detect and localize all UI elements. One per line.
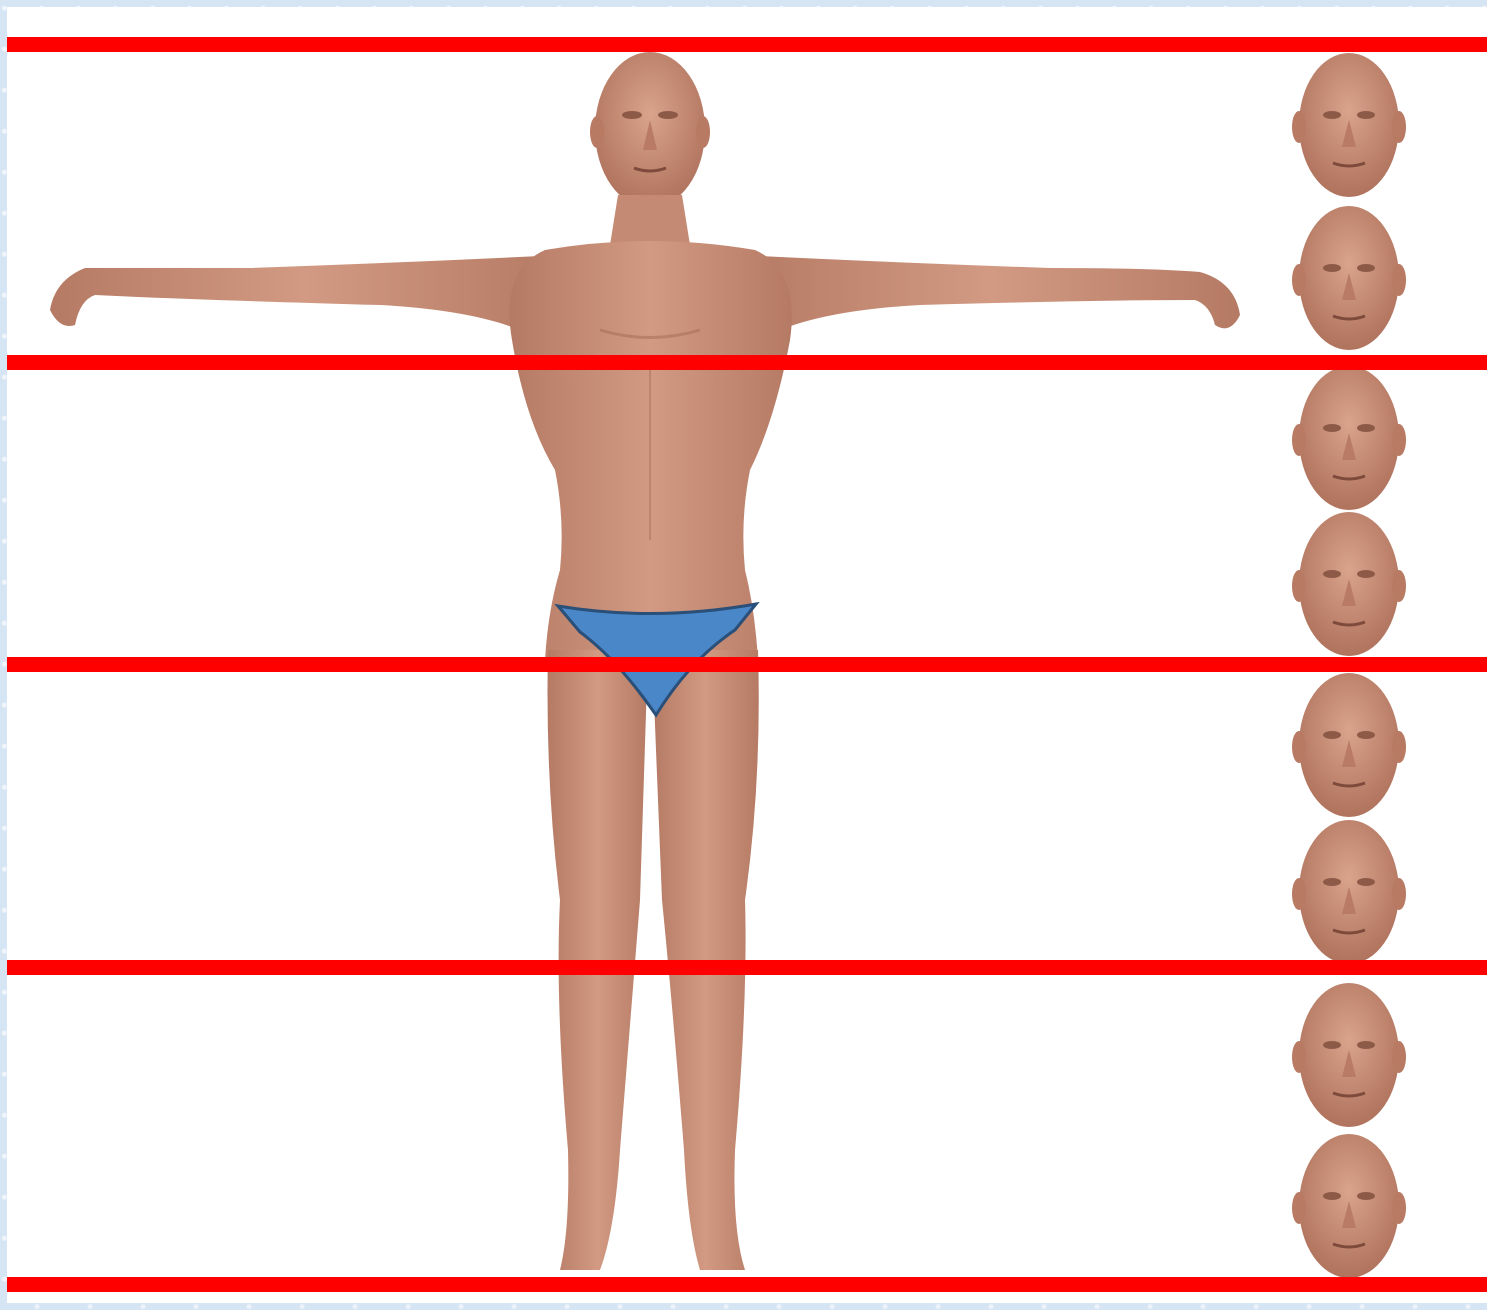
band-line xyxy=(7,960,1487,975)
head-icon xyxy=(1292,983,1406,1127)
head-icon xyxy=(1292,53,1406,197)
head-icon xyxy=(1292,366,1406,510)
head-icon xyxy=(1292,1134,1406,1278)
band-line xyxy=(7,355,1487,370)
head-icon xyxy=(1292,206,1406,350)
head-icon xyxy=(1292,820,1406,964)
band-line xyxy=(7,37,1487,52)
band-line xyxy=(7,1277,1487,1292)
head-icon xyxy=(1292,673,1406,817)
band-line xyxy=(7,657,1487,672)
head-icon xyxy=(1292,512,1406,656)
